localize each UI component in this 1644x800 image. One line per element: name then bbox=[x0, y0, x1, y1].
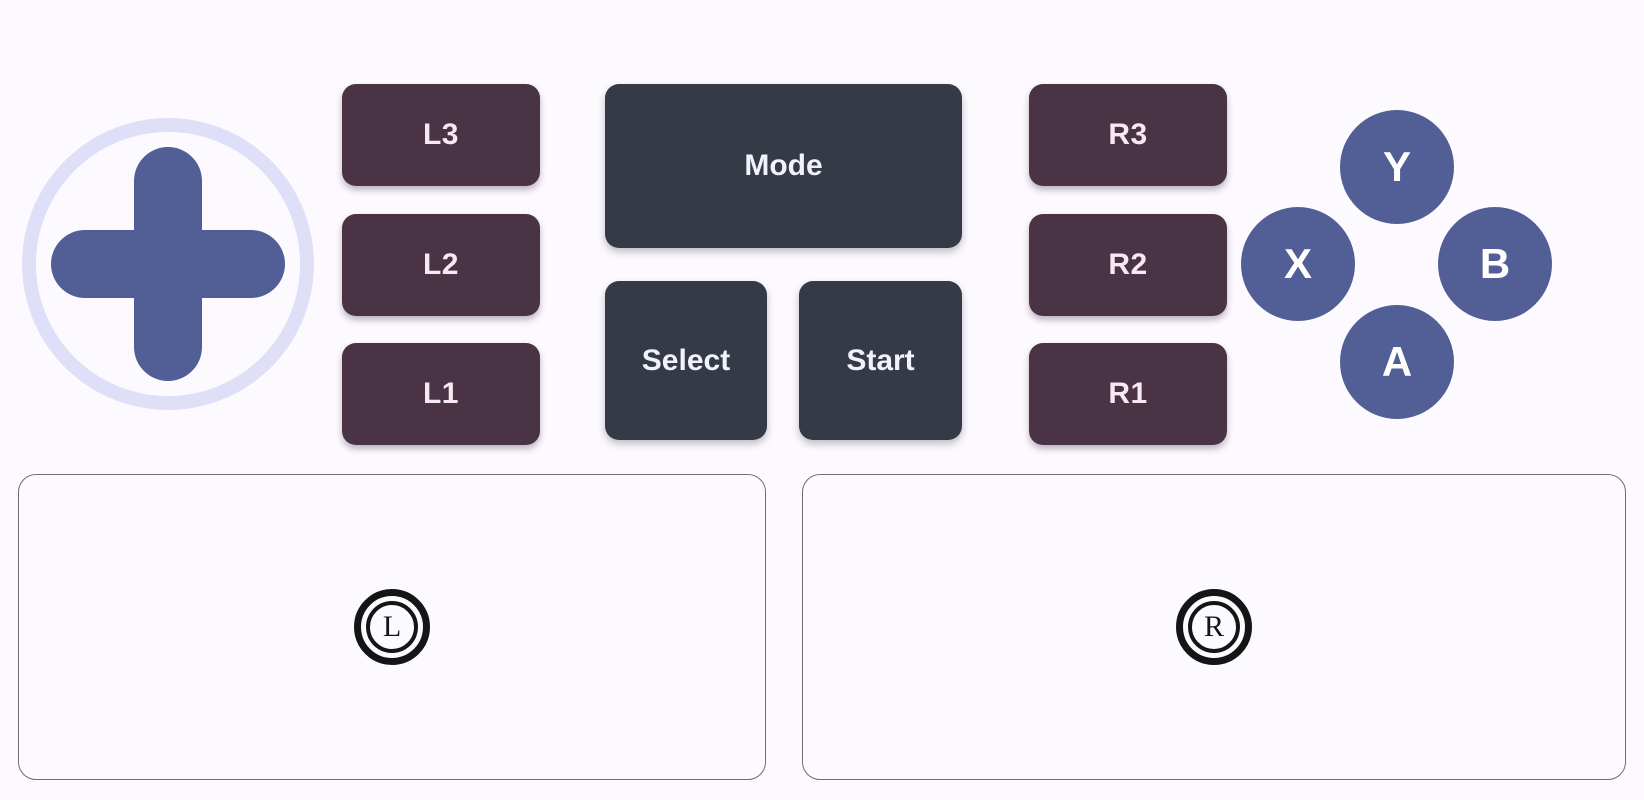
button-select[interactable]: Select bbox=[605, 281, 767, 440]
button-r3[interactable]: R3 bbox=[1029, 84, 1227, 186]
button-mode[interactable]: Mode bbox=[605, 84, 962, 248]
button-y[interactable]: Y bbox=[1340, 110, 1454, 224]
circled-r-icon: R bbox=[1176, 589, 1252, 665]
button-a[interactable]: A bbox=[1340, 305, 1454, 419]
button-start[interactable]: Start bbox=[799, 281, 962, 440]
left-stick-panel[interactable]: L bbox=[18, 474, 766, 780]
button-r2[interactable]: R2 bbox=[1029, 214, 1227, 316]
button-b[interactable]: B bbox=[1438, 207, 1552, 321]
button-l2[interactable]: L2 bbox=[342, 214, 540, 316]
dpad-cross-horizontal bbox=[51, 230, 285, 298]
right-stick-panel[interactable]: R bbox=[802, 474, 1626, 780]
right-stick-label: R bbox=[1188, 601, 1240, 653]
button-x[interactable]: X bbox=[1241, 207, 1355, 321]
button-l1[interactable]: L1 bbox=[342, 343, 540, 445]
left-stick-label: L bbox=[366, 601, 418, 653]
directional-pad[interactable] bbox=[22, 118, 314, 410]
button-r1[interactable]: R1 bbox=[1029, 343, 1227, 445]
circled-l-icon: L bbox=[354, 589, 430, 665]
button-l3[interactable]: L3 bbox=[342, 84, 540, 186]
